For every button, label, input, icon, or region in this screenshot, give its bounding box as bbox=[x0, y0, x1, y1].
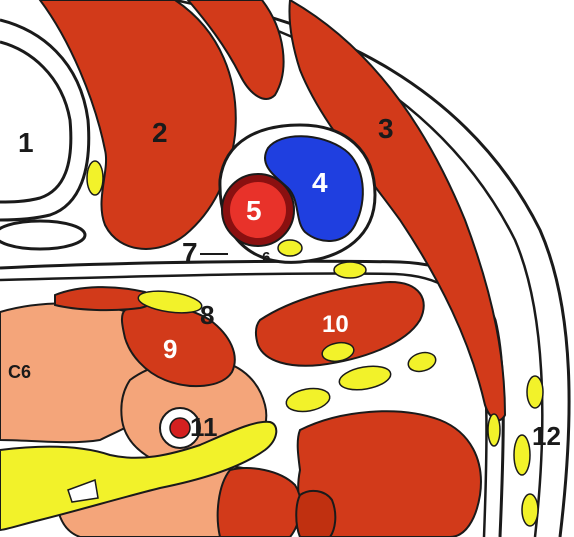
label-4: 4 bbox=[312, 167, 328, 198]
nerve-12-a bbox=[527, 376, 543, 408]
label-7: 7 bbox=[182, 237, 198, 268]
label-2: 2 bbox=[152, 117, 168, 148]
nerve-12-b bbox=[514, 435, 530, 475]
muscle-lower-middle bbox=[218, 468, 301, 537]
brachial-plexus-nerve-1 bbox=[284, 385, 331, 414]
label-1: 1 bbox=[18, 127, 34, 158]
label-c6: C6 bbox=[8, 362, 31, 382]
label-5: 5 bbox=[246, 195, 262, 226]
muscle-9-upper bbox=[55, 287, 152, 310]
vagus-nerve bbox=[278, 240, 302, 256]
brachial-plexus-nerve-3 bbox=[406, 350, 438, 375]
nerve-under-sheath bbox=[334, 262, 366, 278]
fat-pad bbox=[0, 221, 85, 249]
vertebral-artery bbox=[170, 418, 190, 438]
label-9: 9 bbox=[163, 334, 177, 364]
nerve-12-c bbox=[522, 494, 538, 526]
label-3: 3 bbox=[378, 113, 394, 144]
label-8: 8 bbox=[200, 300, 214, 330]
brachial-plexus-nerve-2 bbox=[337, 363, 392, 394]
label-6: 6 bbox=[262, 249, 270, 266]
label-12: 12 bbox=[532, 421, 561, 451]
structure-1-outline-inner bbox=[0, 42, 71, 202]
nerve-near-muscle-3 bbox=[488, 414, 500, 446]
label-11: 11 bbox=[190, 412, 218, 442]
nerve-left-upper bbox=[87, 161, 103, 195]
muscle-lower-small bbox=[296, 491, 335, 537]
label-10: 10 bbox=[322, 311, 349, 338]
